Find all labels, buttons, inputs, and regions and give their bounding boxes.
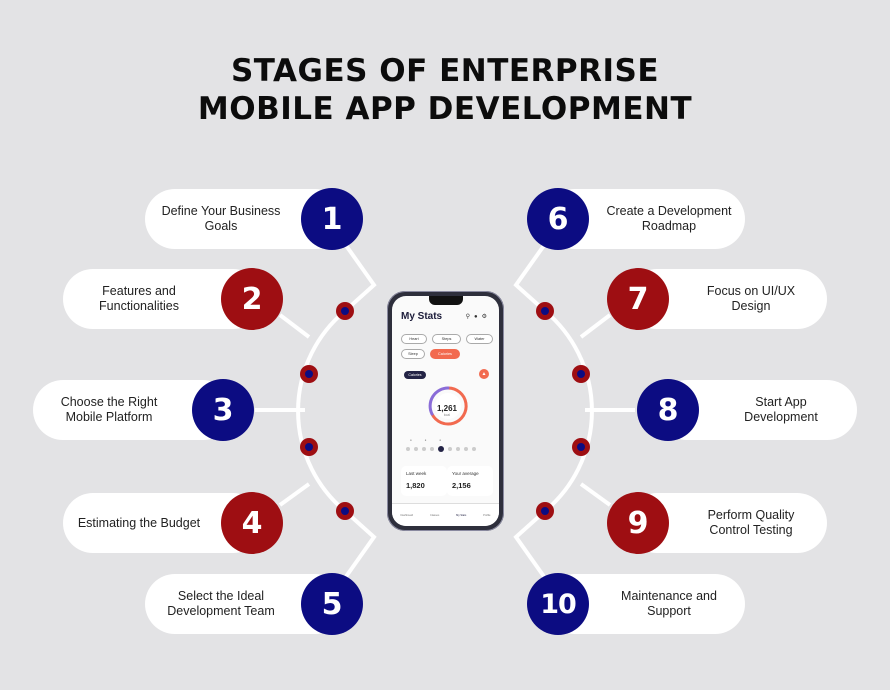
connector-4 xyxy=(278,482,311,507)
stage-5-label-line-1: Select the Ideal xyxy=(177,589,265,603)
joint-dot xyxy=(341,307,349,315)
nav-item: Profile xyxy=(483,513,491,517)
phone-big-sub: kcal xyxy=(443,413,451,417)
phone-day-selector xyxy=(406,446,476,452)
day-dot xyxy=(464,447,468,451)
stat-label: Your average xyxy=(452,471,479,476)
stage-9-label-line-1: Perform Quality xyxy=(707,508,795,522)
stat-value: 1,820 xyxy=(406,481,425,490)
stage-6-label-line-2: Roadmap xyxy=(641,219,697,233)
stage-10-badge: 10 xyxy=(527,573,589,635)
joint-dot xyxy=(305,443,313,451)
stage-6-badge: 6 xyxy=(527,188,589,250)
stage-7-label-line-1: Focus on UI/UX xyxy=(706,284,796,298)
ring-progress-accent xyxy=(428,386,450,416)
stage-8-badge: 8 xyxy=(637,379,699,441)
nav-item: My Stats xyxy=(456,513,467,517)
stage-4-label-line-1: Estimating the Budget xyxy=(77,515,201,530)
stage-2-badge: 2 xyxy=(221,268,283,330)
connector-6 xyxy=(513,242,547,313)
joint-dot xyxy=(577,370,585,378)
day-dot xyxy=(448,447,452,451)
day-dot xyxy=(456,447,460,451)
bell-icon: ● xyxy=(473,314,482,320)
phone-app-title: My Stats xyxy=(401,311,443,322)
joint-dot xyxy=(577,443,585,451)
stage-3-badge: 3 xyxy=(192,379,254,441)
stage-3-label-line-1: Choose the Right xyxy=(60,395,158,409)
joint-dot xyxy=(541,307,549,315)
flame-icon: ▲ xyxy=(479,369,489,379)
day-dot xyxy=(422,447,426,451)
right-arc xyxy=(543,309,594,513)
phone-bottom-nav: Dashboard Classes My Stats Profile xyxy=(392,503,499,526)
phone-mockup: My Stats ⚲●⚙ Heart Steps Water Sleep Cal… xyxy=(387,291,504,531)
stage-7-label-line-2: Design xyxy=(731,299,771,313)
phone-chip: Steps xyxy=(432,334,461,344)
phone-header-icons: ⚲●⚙ xyxy=(466,313,491,320)
ring-progress xyxy=(430,386,468,426)
day-dot xyxy=(430,447,434,451)
stage-3-label-line-2: Mobile Platform xyxy=(65,410,153,424)
connector-2 xyxy=(278,313,311,339)
stage-10-label-line-1: Maintenance and xyxy=(621,589,717,603)
stage-9-label-line-2: Control Testing xyxy=(709,523,793,537)
phone-stat-average: Your average 2,156 xyxy=(447,466,493,496)
connector-7 xyxy=(579,313,612,339)
phone-big-value: 1,261 xyxy=(436,404,458,413)
stage-8-label-line-2: Development xyxy=(744,410,818,424)
joint-dots xyxy=(300,302,590,520)
connector-9 xyxy=(579,482,612,507)
left-arc xyxy=(296,309,347,513)
phone-notch xyxy=(429,296,463,305)
phone-chip: Heart xyxy=(401,334,427,344)
stage-8-label-line-1: Start App xyxy=(755,395,807,409)
day-dot xyxy=(406,447,410,451)
phone-metric-tag: Calories xyxy=(404,371,426,379)
stage-2-label-line-2: Functionalities xyxy=(99,299,179,313)
phone-chip-active: Calories xyxy=(430,349,460,359)
title-line-1: STAGES OF ENTERPRISE xyxy=(230,53,660,89)
stage-2-label-line-1: Features and xyxy=(102,284,176,298)
title-line-2: MOBILE APP DEVELOPMENT xyxy=(197,91,693,127)
gear-icon: ⚙ xyxy=(481,314,491,320)
day-dot xyxy=(472,447,476,451)
stage-7-badge: 7 xyxy=(607,268,669,330)
day-dot-active xyxy=(438,446,444,452)
connector-10 xyxy=(513,509,547,580)
stage-4-badge: 4 xyxy=(221,492,283,554)
day-dot xyxy=(414,447,418,451)
joint-dot xyxy=(341,507,349,515)
stage-5-label-line-2: Development Team xyxy=(167,604,275,618)
phone-stat-last-week: Last week 1,820 xyxy=(401,466,447,496)
nav-item: Classes xyxy=(430,513,440,517)
stage-6-label-line-1: Create a Development xyxy=(606,204,732,218)
search-icon: ⚲ xyxy=(465,314,474,320)
stat-value: 2,156 xyxy=(452,481,471,490)
stage-9-badge: 9 xyxy=(607,492,669,554)
stage-1-label-line-2: Goals xyxy=(204,219,238,233)
connector-5 xyxy=(343,509,377,580)
page-title: STAGES OF ENTERPRISE MOBILE APP DEVELOPM… xyxy=(0,52,890,128)
joint-dot xyxy=(305,370,313,378)
stage-5-badge: 5 xyxy=(301,573,363,635)
connector-1 xyxy=(343,242,377,313)
phone-legend: ● ● ● xyxy=(410,438,448,442)
stage-1-badge: 1 xyxy=(301,188,363,250)
stage-10-label-line-2: Support xyxy=(647,604,691,618)
stage-1-label-line-1: Define Your Business xyxy=(161,204,281,218)
phone-chip: Water xyxy=(466,334,493,344)
phone-progress-ring xyxy=(428,386,468,426)
phone-chip: Sleep xyxy=(401,349,425,359)
ring-inner xyxy=(435,393,461,419)
joint-dot xyxy=(541,507,549,515)
nav-item: Dashboard xyxy=(400,513,414,517)
stat-label: Last week xyxy=(406,471,427,476)
phone-screen: My Stats ⚲●⚙ Heart Steps Water Sleep Cal… xyxy=(392,296,499,526)
